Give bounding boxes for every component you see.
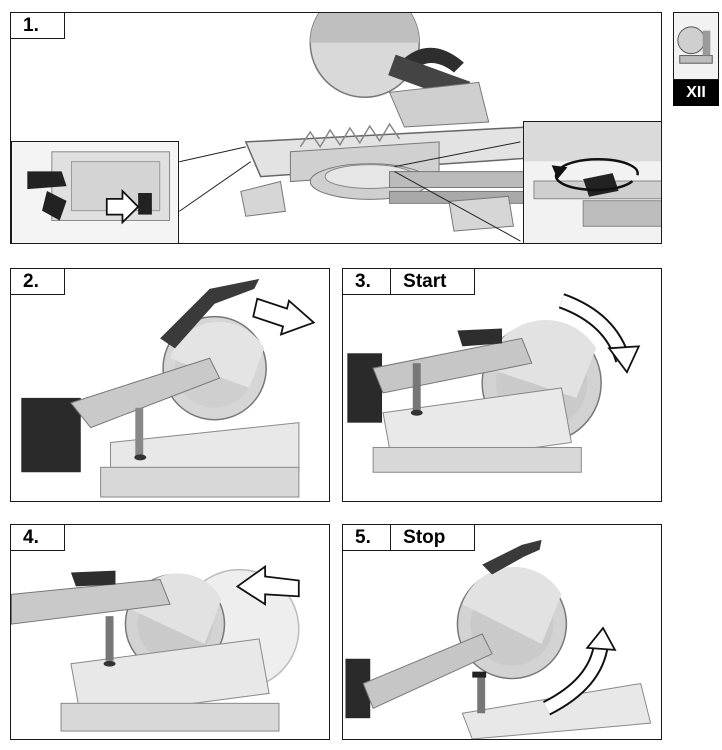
saw-start-cut-illustration (347, 320, 602, 473)
step-panel-3: 3. Start (342, 268, 662, 502)
push-arrow-icon (105, 188, 140, 225)
bevel-knob-detail-illustration (524, 122, 661, 243)
step-label: 1. (11, 13, 65, 39)
detail-inset-lock-lever (11, 141, 179, 243)
step-number: 3. (355, 271, 371, 292)
step-number: 2. (23, 271, 39, 292)
step-word: Stop (390, 525, 445, 551)
step-label: 3. Start (343, 269, 475, 295)
detail-inset-bevel-knob (523, 121, 661, 243)
step-label: 4. (11, 525, 65, 551)
step-panel-5: 5. Stop (342, 524, 662, 740)
step-label: 2. (11, 269, 65, 295)
saw-thumbnail-icon (677, 26, 713, 64)
section-badge: XII (673, 80, 719, 106)
section-thumbnail (673, 12, 719, 80)
step-label: 5. Stop (343, 525, 475, 551)
raise-up-arrow-icon (542, 626, 617, 716)
rotate-knob-icon (551, 158, 639, 192)
plunge-down-arrow-icon (558, 293, 641, 374)
step-panel-2: 2. (10, 268, 330, 502)
slide-back-arrow-icon (252, 297, 316, 336)
miter-saw-overview-illustration (179, 13, 569, 242)
slide-forward-arrow-icon (235, 564, 300, 606)
saw-pull-forward-illustration (21, 278, 300, 498)
step-panel-1: 1. (10, 12, 662, 244)
step-number: 5. (355, 527, 371, 548)
step-panel-4: 4. (10, 524, 330, 740)
step-number: 1. (23, 15, 39, 36)
step-word: Start (390, 269, 446, 295)
step-number: 4. (23, 527, 39, 548)
saw-push-through-illustration (11, 568, 300, 732)
